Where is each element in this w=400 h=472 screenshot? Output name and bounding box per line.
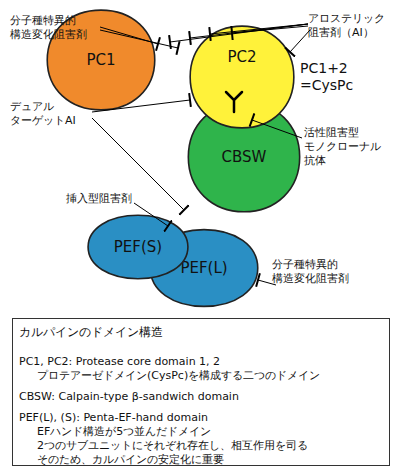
legend-line: PC1, PC2: Protease core domain 1, 2: [19, 355, 220, 368]
legend-line: EFハンド構造が5つ並んだドメイン: [37, 425, 211, 438]
legend-line: そのため、カルパインの安定化に重要: [37, 453, 224, 466]
legend-line: プロテアーゼドメイン(CysPc)を構成する二つのドメイン: [37, 369, 320, 382]
domain-name: PC1: [86, 51, 115, 69]
legend-heading: カルパインのドメイン構造: [19, 326, 163, 339]
legend-line: PEF(L), (S): Penta-EF-hand domain: [19, 411, 208, 424]
annotation-label: 挿入型阻害剤: [66, 192, 146, 206]
legend-box: カルパインのドメイン構造 PC1, PC2: Protease core doma…: [12, 318, 390, 466]
domain-blob: PC2: [188, 24, 296, 130]
annotation-label: 活性阻害型 モノクローナル 抗体: [304, 126, 394, 168]
domain-name: PEF(L): [180, 259, 227, 277]
domain-name: CBSW: [222, 148, 267, 166]
annotation-label: PC1+2 =CysPc: [300, 60, 390, 94]
legend-line: CBSW: Calpain-type β-sandwich domain: [19, 390, 239, 403]
legend-line: 2つのサブユニットにそれぞれ存在し、相互作用を司る: [37, 439, 308, 452]
annotation-label: デュアル ターゲットAI: [10, 100, 94, 128]
blob-outline: [188, 24, 296, 130]
domain-blob: PEF(S): [86, 214, 190, 280]
domain-name: PC2: [227, 48, 256, 66]
domain-name: PEF(S): [114, 238, 162, 256]
annotation-label: 分子種特異的 構造変化阻害剤: [272, 258, 392, 286]
annotation-label: 分子種特異的 構造変化阻害剤: [10, 14, 102, 42]
annotation-label: アロステリック 阻害剤（AI）: [308, 12, 396, 40]
